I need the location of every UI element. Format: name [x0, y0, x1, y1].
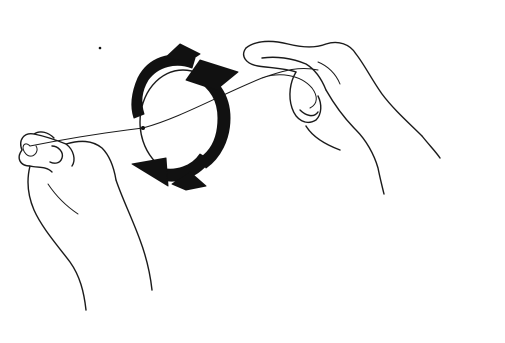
right-hand-palm-bottom [326, 90, 384, 194]
left-hand-holding-string-icon [19, 132, 152, 310]
left-hand-finger-curl-2 [66, 144, 74, 166]
left-palm-line [48, 184, 78, 214]
right-hand-index-finger [244, 48, 296, 72]
circular-rotation-arrows-icon [132, 44, 238, 190]
right-hand-top [246, 41, 422, 136]
left-hand-finger-curl [50, 146, 62, 163]
left-forearm-top [116, 180, 152, 290]
right-hand-knuckle-line [306, 126, 340, 150]
right-wrist-top [422, 136, 440, 158]
left-forearm-bottom [28, 166, 86, 310]
right-hand-middle-finger [262, 57, 326, 90]
right-hand-holding-string-icon [244, 41, 440, 194]
string-loop-right [262, 75, 316, 108]
rotation-arrowhead-bottom-left [132, 158, 168, 186]
right-thumb-nail [300, 110, 318, 116]
left-hand-fingers-top [21, 134, 116, 180]
string-loop-left [23, 144, 37, 156]
ink-speck [99, 47, 102, 50]
rotation-arrowhead-right [186, 60, 238, 90]
rotation-arrow-left-arc [132, 55, 195, 118]
disc-hole [141, 126, 145, 130]
